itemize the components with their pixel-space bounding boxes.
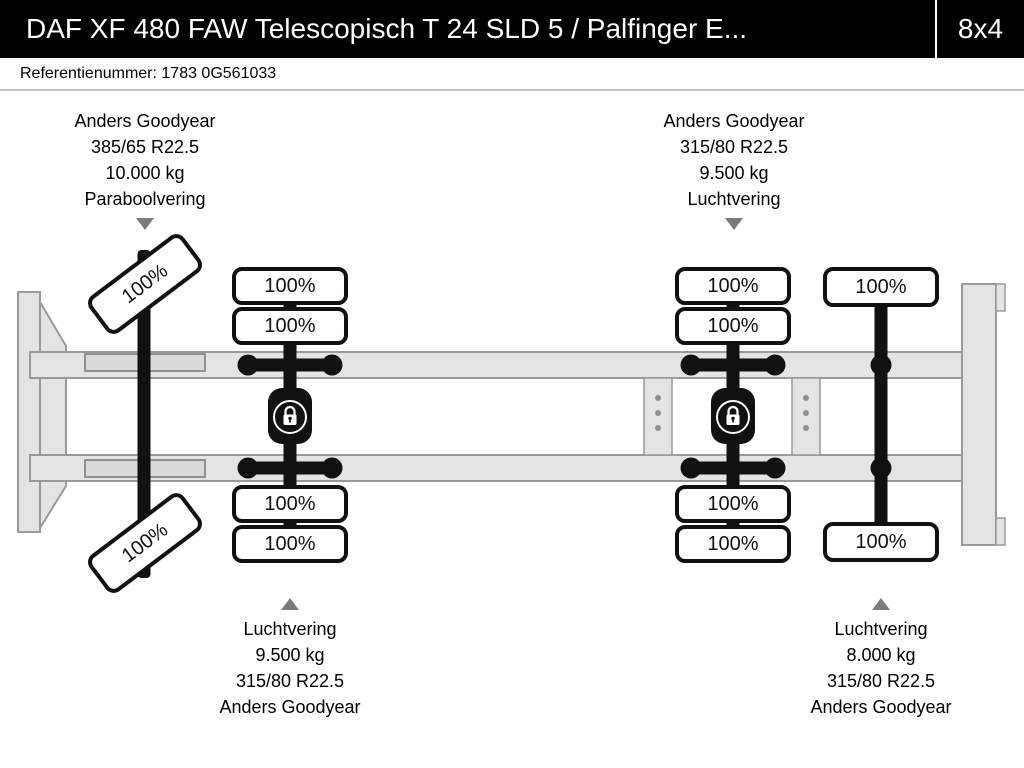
axle3-suspension: Luchtvering	[687, 189, 781, 209]
bolt-hole	[803, 425, 809, 431]
axle1-spec-block: Anders Goodyear 385/65 R22.5 10.000 kg P…	[25, 108, 265, 230]
axle2-load: 9.500 kg	[255, 645, 325, 665]
axle2-brand: Anders Goodyear	[219, 697, 361, 717]
axle-config-badge: 8x4	[957, 13, 1004, 44]
front-gusset	[39, 298, 67, 532]
axle4-spec-block: Luchtvering 8.000 kg 315/80 R22.5 Anders…	[761, 598, 1001, 720]
crossmember-left	[643, 377, 673, 456]
bolt-hole	[655, 425, 661, 431]
diff-lock-icon	[273, 400, 307, 434]
tire-axle4-bottom: 100%	[823, 522, 939, 562]
axle2-mount	[237, 457, 259, 479]
tire-axle3-bottom-inner: 100%	[675, 485, 791, 523]
bolt-hole	[655, 410, 661, 416]
tire-axle2-top-outer: 100%	[232, 267, 348, 305]
axle4-suspension: Luchtvering	[834, 619, 928, 639]
axle2-mount	[321, 354, 343, 376]
vehicle-title: DAF XF 480 FAW Telescopisch T 24 SLD 5 /…	[26, 13, 748, 44]
axle4-mount-top	[870, 354, 892, 376]
axle3-mount	[764, 354, 786, 376]
axle4-pointer-up-icon	[872, 598, 890, 610]
tire-axle4-top: 100%	[823, 267, 939, 307]
crossmember-plate	[643, 377, 673, 456]
axle1-load: 10.000 kg	[105, 163, 185, 183]
tire-axle3-top-inner: 100%	[675, 307, 791, 345]
axle3-mount	[680, 457, 702, 479]
axle3-load: 9.500 kg	[699, 163, 769, 183]
diff-lock-icon	[716, 400, 750, 434]
crossmember-plate	[791, 377, 821, 456]
reference-number: Referentienummer: 1783 0G561033	[0, 58, 1024, 91]
front-plate	[17, 291, 41, 533]
axle2-tire-size: 315/80 R22.5	[235, 671, 345, 691]
axle3-brand: Anders Goodyear	[663, 111, 805, 131]
bolt-hole	[803, 410, 809, 416]
axle3-pointer-down-icon	[725, 218, 743, 230]
axle3-mount	[680, 354, 702, 376]
title-bar: DAF XF 480 FAW Telescopisch T 24 SLD 5 /…	[0, 0, 1024, 58]
tire-axle3-top-outer: 100%	[675, 267, 791, 305]
axle4-bar	[874, 280, 888, 545]
axle3-mount	[764, 457, 786, 479]
tire-axle2-top-inner: 100%	[232, 307, 348, 345]
axle4-mount-bottom	[870, 457, 892, 479]
axle3-beam-top	[685, 358, 781, 372]
axle1-suspension: Paraboolvering	[84, 189, 206, 209]
rear-plate	[961, 283, 1006, 546]
axle1-tire-size: 385/65 R22.5	[90, 137, 200, 157]
tire-axle3-bottom-outer: 100%	[675, 525, 791, 563]
bolt-hole	[803, 395, 809, 401]
rear-plate-tab-bottom	[995, 517, 1006, 546]
axle1-pointer-down-icon	[136, 218, 154, 230]
axle2-beam-bottom	[242, 461, 338, 475]
axle4-tire-size: 315/80 R22.5	[826, 671, 936, 691]
axle2-assembly	[237, 354, 343, 479]
axle2-spec-block: Luchtvering 9.500 kg 315/80 R22.5 Anders…	[170, 598, 410, 720]
tire-axle2-bottom-inner: 100%	[232, 485, 348, 523]
titlebar-divider	[935, 0, 937, 58]
rear-plate-body	[961, 283, 997, 546]
axle3-beam-bottom	[685, 461, 781, 475]
axle3-spec-block: Anders Goodyear 315/80 R22.5 9.500 kg Lu…	[614, 108, 854, 230]
axle2-beam-top	[242, 358, 338, 372]
tire-axle2-bottom-outer: 100%	[232, 525, 348, 563]
axle4-load: 8.000 kg	[846, 645, 916, 665]
axle2-pointer-up-icon	[281, 598, 299, 610]
axle1-bar	[137, 250, 151, 578]
axle4-brand: Anders Goodyear	[810, 697, 952, 717]
rear-plate-tab-top	[995, 283, 1006, 312]
crossmember-right	[791, 377, 821, 456]
bolt-hole	[655, 395, 661, 401]
axle2-suspension: Luchtvering	[243, 619, 337, 639]
axle3-assembly	[680, 354, 786, 479]
axle3-tire-size: 315/80 R22.5	[679, 137, 789, 157]
axle1-brand: Anders Goodyear	[74, 111, 216, 131]
axle2-mount	[321, 457, 343, 479]
axle2-mount	[237, 354, 259, 376]
